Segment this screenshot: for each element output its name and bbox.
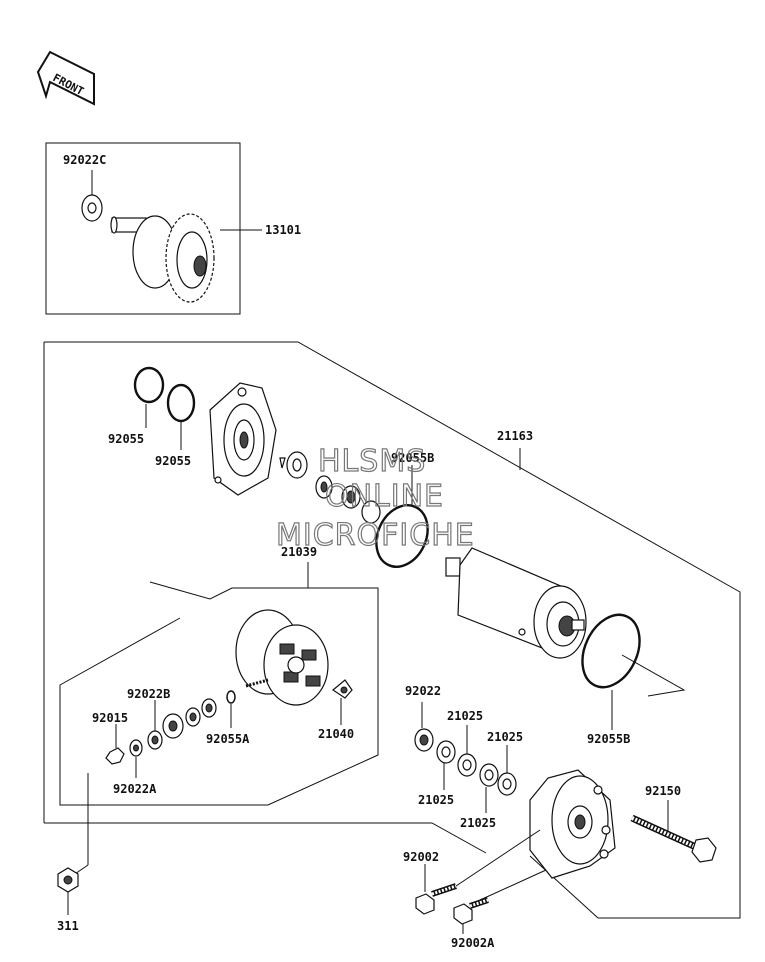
label-92002: 92002 (403, 850, 439, 864)
label-92022A: 92022A (113, 782, 157, 796)
rear-cover (529, 769, 616, 879)
brush-spring-21040 (331, 679, 353, 699)
brush-holder-21039 (235, 609, 329, 706)
o-ring-92055B-top (375, 504, 429, 568)
label-92002A: 92002A (451, 936, 495, 950)
label-21040: 21040 (318, 727, 354, 741)
washer-92022C (81, 194, 103, 222)
label-21039: 21039 (281, 545, 317, 559)
front-arrow-icon: FRONT (36, 50, 95, 106)
label-21025-b: 21025 (487, 730, 523, 744)
label-92055-b: 92055 (155, 454, 191, 468)
label-92022C: 92022C (63, 153, 106, 167)
label-13101: 13101 (265, 223, 301, 237)
o-ring-92055-a (133, 366, 165, 404)
bolt-92002 (415, 883, 457, 915)
label-21025-d: 21025 (460, 816, 496, 830)
label-92055B-bottom: 92055B (587, 732, 630, 746)
label-21163: 21163 (497, 429, 533, 443)
label-311: 311 (57, 919, 79, 933)
motor-yoke (445, 547, 587, 659)
lock-washer (279, 451, 308, 479)
label-21025-a: 21025 (447, 709, 483, 723)
front-cover (209, 382, 277, 496)
label-92015: 92015 (92, 711, 128, 725)
watermark-line-1: HLSMS (318, 444, 426, 479)
watermark-line-2: ONLINE (325, 479, 444, 514)
brush-holder-group-outline (59, 581, 379, 806)
label-21025-c: 21025 (418, 793, 454, 807)
starter-clutch-13101 (110, 213, 215, 303)
o-ring-92055-b (166, 383, 196, 423)
label-92022B: 92022B (127, 687, 170, 701)
washers-front (315, 475, 381, 524)
starter-motor-group-outline (44, 341, 741, 919)
nut-311 (57, 867, 79, 893)
label-92022: 92022 (405, 684, 441, 698)
label-92055-a: 92055 (108, 432, 144, 446)
label-92055A: 92055A (206, 732, 250, 746)
terminal-washers (105, 690, 236, 765)
clutch-assembly-box (45, 142, 241, 315)
label-92150: 92150 (645, 784, 681, 798)
watermark-line-3: MICROFICHE (276, 518, 475, 553)
through-bolt-92150 (630, 814, 717, 863)
bolt-92002A (453, 897, 489, 925)
label-92055B-top: 92055B (391, 451, 434, 465)
